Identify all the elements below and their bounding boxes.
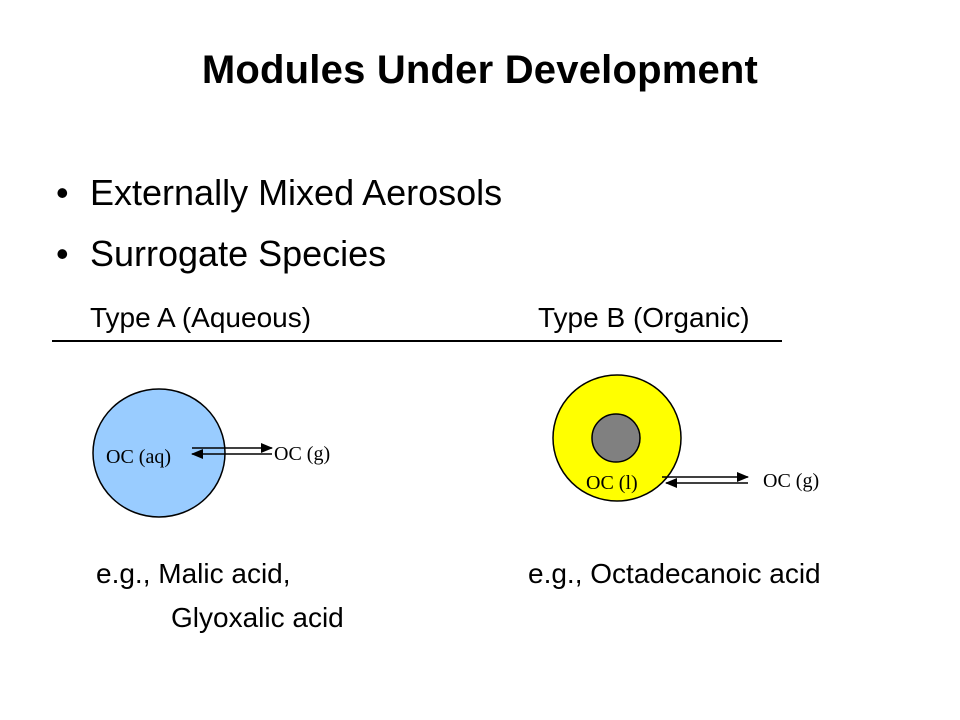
bullet-text: Surrogate Species bbox=[90, 233, 387, 274]
aqueous-particle-label: OC (aq) bbox=[106, 446, 171, 468]
organic-particle-label: OC (l) bbox=[586, 472, 638, 494]
type-b-label: Type B (Organic) bbox=[538, 302, 750, 333]
gas-phase-label-a: OC (g) bbox=[274, 443, 330, 465]
example-a-line-2: Glyoxalic acid bbox=[171, 602, 344, 633]
organic-particle-core bbox=[591, 413, 641, 463]
bullet-item: • Surrogate Species bbox=[56, 233, 386, 275]
bullet-item: • Externally Mixed Aerosols bbox=[56, 172, 502, 214]
bullet-dot: • bbox=[56, 172, 69, 213]
bullet-dot: • bbox=[56, 233, 69, 274]
bullet-text: Externally Mixed Aerosols bbox=[90, 172, 503, 213]
example-a-line-1: e.g., Malic acid, bbox=[96, 558, 291, 589]
example-b-line-1: e.g., Octadecanoic acid bbox=[528, 558, 821, 589]
type-a-label: Type A (Aqueous) bbox=[90, 302, 312, 333]
gas-phase-label-b: OC (g) bbox=[763, 470, 819, 492]
aqueous-particle bbox=[92, 388, 226, 518]
type-header-row: Type A (Aqueous) Type B (Organic) bbox=[52, 302, 782, 342]
slide-title: Modules Under Development bbox=[201, 48, 759, 92]
